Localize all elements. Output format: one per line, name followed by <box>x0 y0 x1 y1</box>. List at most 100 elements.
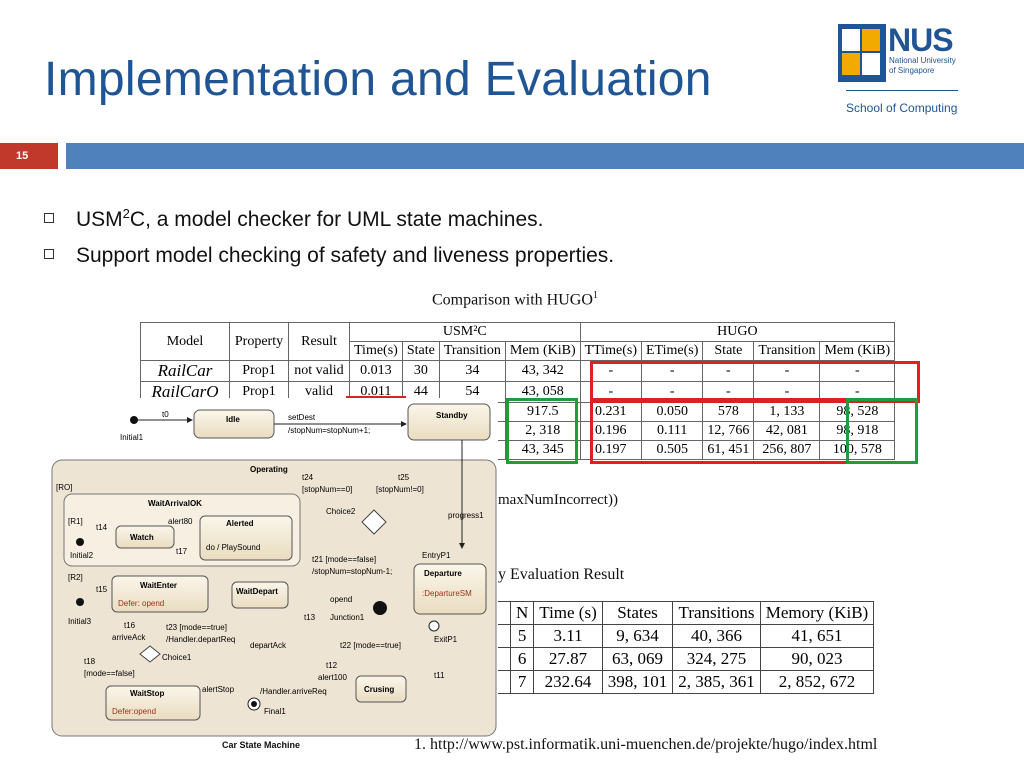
nus-crest-icon <box>838 24 886 82</box>
svg-text:/stopNum=stopNum-1;: /stopNum=stopNum-1; <box>312 567 392 576</box>
svg-text:t23 [mode==true]: t23 [mode==true] <box>166 623 227 632</box>
usm-col: Time(s) <box>349 341 403 361</box>
nus-logo: NUS National University of Singapore Sch… <box>838 22 962 122</box>
bullet-item: USM2C, a model checker for UML state mac… <box>44 206 543 232</box>
hugo-col: Transition <box>753 341 821 361</box>
svg-text:[stopNum==0]: [stopNum==0] <box>302 485 352 494</box>
svg-text:[R1]: [R1] <box>68 517 83 526</box>
svg-text:t16: t16 <box>124 621 136 630</box>
svg-text:alert100: alert100 <box>318 673 347 682</box>
svg-text:t18: t18 <box>84 657 96 666</box>
svg-text:t0: t0 <box>162 410 169 419</box>
svg-text:[mode==false]: [mode==false] <box>84 669 135 678</box>
svg-text::DepartureSM: :DepartureSM <box>422 589 472 598</box>
state-wait-depart <box>231 581 289 609</box>
svg-text:EntryP1: EntryP1 <box>422 551 451 560</box>
eval-col: Memory (KiB) <box>759 601 875 625</box>
svg-text:ExitP1: ExitP1 <box>434 635 458 644</box>
svg-text:Idle: Idle <box>226 415 240 424</box>
svg-text:setDest: setDest <box>288 413 316 422</box>
svg-text:Initial2: Initial2 <box>70 551 94 560</box>
green-highlight-box <box>846 398 918 464</box>
state-alerted <box>199 515 293 561</box>
exit-point-icon <box>428 620 440 632</box>
state-wait-stop <box>105 685 201 721</box>
svg-text:do / PlaySound: do / PlaySound <box>206 543 260 552</box>
svg-text:t11: t11 <box>434 671 445 680</box>
svg-text:WaitDepart: WaitDepart <box>236 587 278 596</box>
svg-text:t13: t13 <box>304 613 316 622</box>
svg-text:Choice1: Choice1 <box>162 653 192 662</box>
bullet-square-icon <box>44 213 54 223</box>
state-crusing <box>355 675 407 703</box>
svg-text:/Handler.departReq: /Handler.departReq <box>166 635 235 644</box>
svg-text:/stopNum=stopNum+1;: /stopNum=stopNum+1; <box>288 426 370 435</box>
logo-name: NUS <box>888 22 954 58</box>
svg-text:WaitStop: WaitStop <box>130 689 164 698</box>
svg-text:departAck: departAck <box>250 641 287 650</box>
svg-text:t25: t25 <box>398 473 410 482</box>
eval-col: Time (s) <box>533 601 603 625</box>
usm-col: State <box>401 341 440 361</box>
svg-text:t24: t24 <box>302 473 314 482</box>
state-wait-enter <box>111 575 209 613</box>
svg-text:Junction1: Junction1 <box>330 613 365 622</box>
svg-text:Initial3: Initial3 <box>68 617 92 626</box>
col-property: Property <box>229 322 289 361</box>
svg-text:[R2]: [R2] <box>68 573 83 582</box>
footnote: 1. http://www.pst.informatik.uni-muenche… <box>414 736 878 753</box>
slide-title: Implementation and Evaluation <box>44 53 712 106</box>
eval-col: Transitions <box>672 601 761 625</box>
svg-text:t15: t15 <box>96 585 108 594</box>
group-usm: USM²C <box>349 322 581 342</box>
svg-text:/Handler.arriveReq: /Handler.arriveReq <box>260 687 327 696</box>
svg-text:t12: t12 <box>326 661 338 670</box>
svg-text:WaitEnter: WaitEnter <box>140 581 177 590</box>
svg-text:WaitArrivalOK: WaitArrivalOK <box>148 499 202 508</box>
hugo-col: ETime(s) <box>640 341 704 361</box>
evaluation-caption: y Evaluation Result <box>498 566 625 583</box>
red-highlight-box <box>590 398 849 464</box>
bullet-square-icon <box>44 249 54 259</box>
eval-col: States <box>601 601 674 625</box>
slide-number: 15 <box>0 143 58 169</box>
svg-text:t22 [mode==true]: t22 [mode==true] <box>340 641 401 650</box>
svg-text:alertStop: alertStop <box>202 685 235 694</box>
car-state-machine-diagram: Initial1 t0 Idle setDest /stopNum=stopNu… <box>50 398 498 738</box>
hugo-col: Mem (KiB) <box>819 341 896 361</box>
svg-text:t21 [mode==false]: t21 [mode==false] <box>312 555 376 564</box>
slide-header-bar: 15 <box>0 143 1024 169</box>
svg-text:Operating: Operating <box>250 465 288 474</box>
svg-text:arriveAck: arriveAck <box>112 633 146 642</box>
initial-node-icon <box>130 416 138 424</box>
usm-col: Mem (KiB) <box>504 341 581 361</box>
evaluation-table: ) N Time (s) States Transitions Memory (… <box>478 601 875 694</box>
svg-text:Crusing: Crusing <box>364 685 394 694</box>
green-highlight-box <box>506 398 578 464</box>
svg-text:Defer:opend: Defer:opend <box>112 707 156 716</box>
svg-text:progress1: progress1 <box>448 511 484 520</box>
svg-text:Standby: Standby <box>436 411 468 420</box>
svg-text:[RO]: [RO] <box>56 483 72 492</box>
col-model: Model <box>140 322 230 361</box>
svg-text:Initial1: Initial1 <box>120 433 144 442</box>
col-result: Result <box>288 322 350 361</box>
svg-text:Defer: opend: Defer: opend <box>118 599 164 608</box>
svg-text:t14: t14 <box>96 523 108 532</box>
hugo-col: State <box>702 341 755 361</box>
property-fragment: maxNumIncorrect)) <box>498 492 618 508</box>
bullet-item: Support model checking of safety and liv… <box>44 244 614 268</box>
red-underline <box>346 396 406 398</box>
comparison-caption: Comparison with HUGO1 <box>432 290 598 309</box>
hugo-col: TTime(s) <box>579 341 643 361</box>
svg-text:opend: opend <box>330 595 352 604</box>
svg-text:[stopNum!=0]: [stopNum!=0] <box>376 485 424 494</box>
junction-node-icon <box>373 601 387 615</box>
logo-school: School of Computing <box>846 101 958 115</box>
state-departure <box>413 563 487 615</box>
svg-text:Departure: Departure <box>424 569 462 578</box>
choice1-diamond <box>139 645 161 663</box>
